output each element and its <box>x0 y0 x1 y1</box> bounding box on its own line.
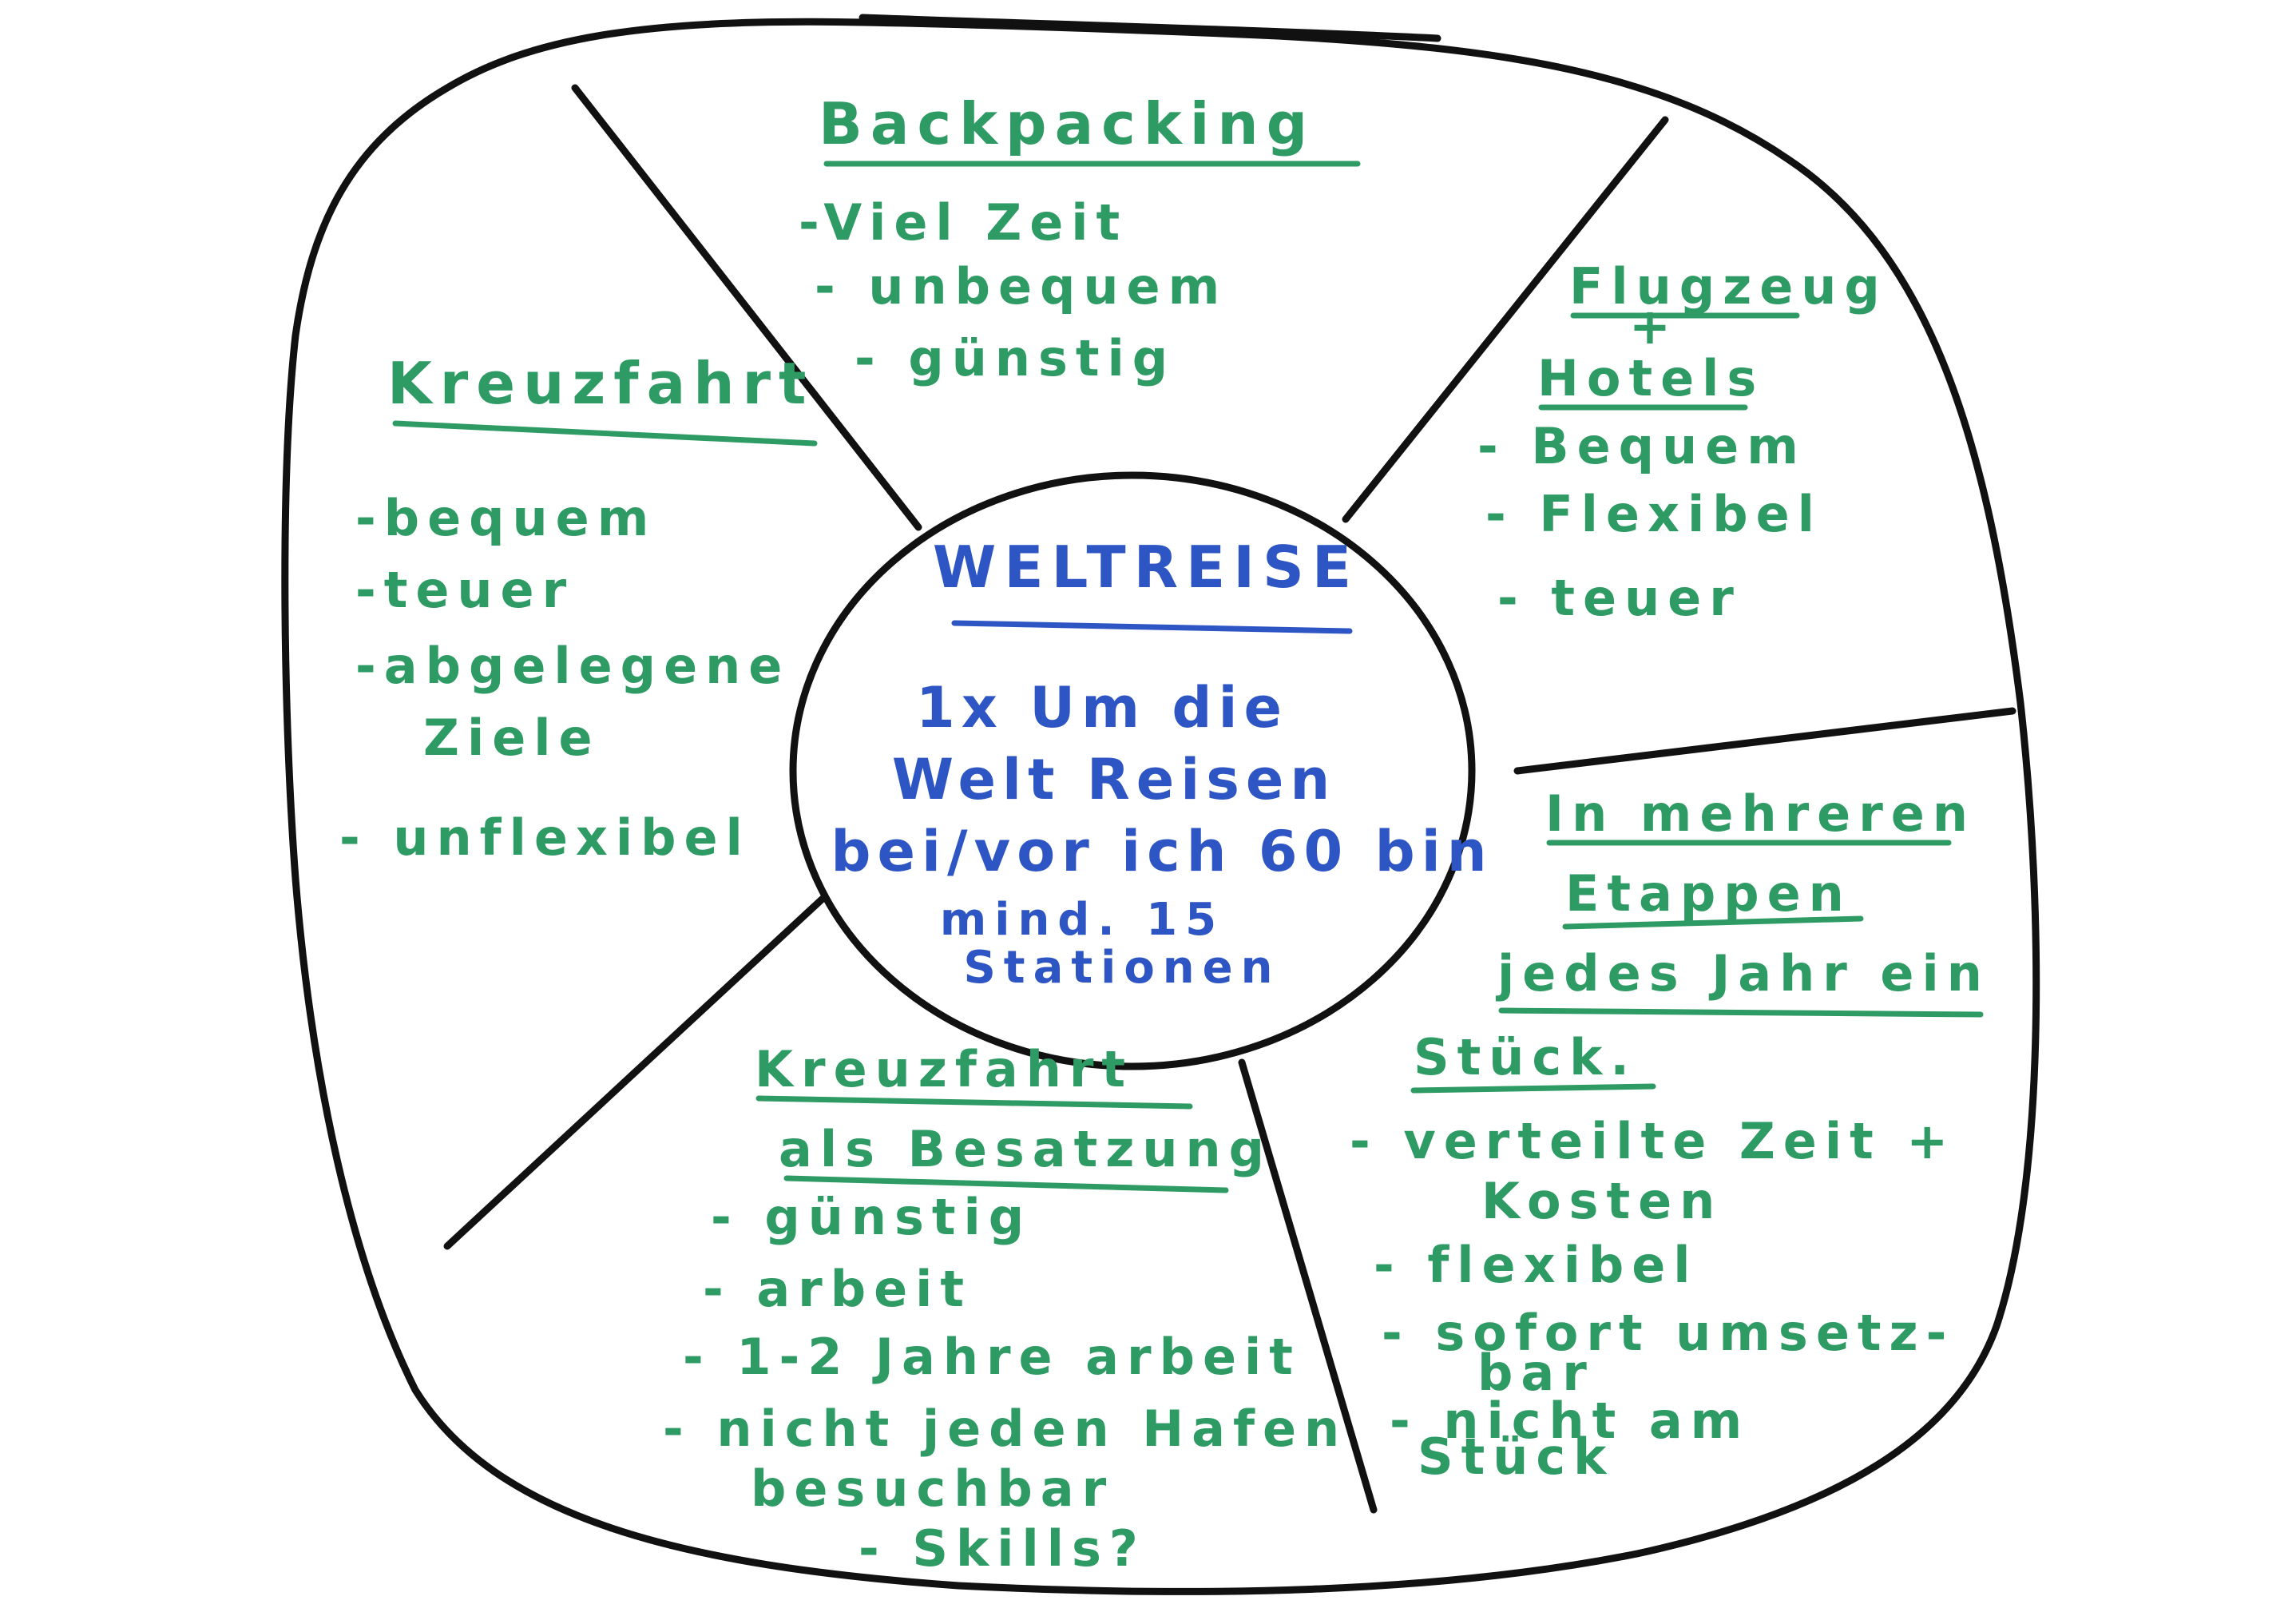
section-title: Backpacking <box>819 90 1315 157</box>
center-line-5: Stationen <box>963 942 1280 994</box>
list-item: - verteilte Zeit + <box>1350 1112 1956 1170</box>
spoke-bottom-left <box>443 895 827 1250</box>
spoke-top-right <box>1342 116 1669 523</box>
section-title: als Besatzung <box>779 1120 1272 1178</box>
section-kreuzfahrt: Kreuzfahrt -bequem -teuer -abgelegene Zi… <box>339 350 814 867</box>
center-topic: WELTREISE 1x Um die Welt Reisen bei/vor … <box>831 534 1493 994</box>
spoke-bottom-right <box>1238 1058 1378 1514</box>
list-item: - sofort umsetz- <box>1382 1304 1954 1362</box>
list-item: - nicht jeden Hafen <box>663 1400 1347 1458</box>
list-item: Kosten <box>1481 1172 1723 1230</box>
underline-kreuzfahrt-besatzung-1 <box>755 1095 1193 1110</box>
list-item: - Flexibel <box>1485 485 1822 543</box>
underline-jedes-jahr <box>1498 1007 1984 1018</box>
list-item: - günstig <box>711 1188 1032 1246</box>
list-item: - nicht am <box>1390 1392 1750 1450</box>
list-item: - Skills? <box>859 1519 1146 1578</box>
center-title: WELTREISE <box>933 534 1359 601</box>
list-item: Ziele <box>423 709 601 767</box>
list-item: - teuer <box>1497 569 1742 627</box>
outline-drawing <box>281 14 2040 1595</box>
list-item: bar <box>1477 1344 1595 1402</box>
center-line-2: Welt Reisen <box>892 747 1336 812</box>
center-line-1: 1x Um die <box>916 675 1288 741</box>
list-item: -Viel Zeit <box>799 193 1128 252</box>
underline-etappen <box>1562 915 1864 930</box>
list-item: - Bequem <box>1477 417 1806 475</box>
list-item: -abgelegene <box>355 637 790 695</box>
section-title: Kreuzfahrt <box>387 350 814 417</box>
underline-kreuzfahrt <box>392 420 818 447</box>
section-title: Flugzeug <box>1569 257 1888 316</box>
list-item: Stück <box>1418 1427 1614 1486</box>
section-title: In mehreren <box>1545 784 1976 843</box>
top-edge-stroke <box>859 14 1441 42</box>
section-backpacking: Backpacking -Viel Zeit - unbequem - güns… <box>799 90 1315 387</box>
list-item: - unflexibel <box>339 808 751 867</box>
list-item: - arbeit <box>703 1260 972 1318</box>
section-title: + <box>1629 297 1679 355</box>
section-title: Etappen <box>1565 864 1852 923</box>
section-title: Kreuzfahrt <box>755 1040 1133 1098</box>
underline-weltreise <box>951 620 1353 634</box>
list-item: -bequem <box>355 489 656 547</box>
section-title: Stück. <box>1414 1028 1637 1086</box>
center-line-3: bei/vor ich 60 bin <box>831 819 1493 884</box>
center-line-4: mind. 15 <box>940 894 1224 946</box>
section-title: jedes Jahr ein <box>1495 944 1990 1003</box>
section-etappen: In mehreren Etappen jedes Jahr ein Stück… <box>1350 784 1990 1486</box>
underline-kreuzfahrt-besatzung-2 <box>783 1175 1229 1193</box>
section-flugzeug-hotels: Flugzeug + Hotels - Bequem - Flexibel - … <box>1477 257 1888 627</box>
outer-wheel-outline <box>281 18 2040 1595</box>
list-item: - flexibel <box>1374 1236 1699 1294</box>
underlines <box>392 161 1984 1193</box>
list-item: - günstig <box>855 329 1176 387</box>
section-kreuzfahrt-besatzung: Kreuzfahrt als Besatzung - günstig - arb… <box>663 1040 1347 1578</box>
spoke-top-left <box>571 84 922 531</box>
spoke-right <box>1513 707 2016 775</box>
list-item: - unbequem <box>815 257 1227 316</box>
list-item: besuchbar <box>751 1459 1114 1518</box>
center-circle <box>789 471 1476 1070</box>
list-item: - 1-2 Jahre arbeit <box>683 1328 1301 1386</box>
underline-stueck <box>1410 1083 1656 1094</box>
list-item: -teuer <box>355 561 574 619</box>
section-title: Hotels <box>1537 349 1764 407</box>
